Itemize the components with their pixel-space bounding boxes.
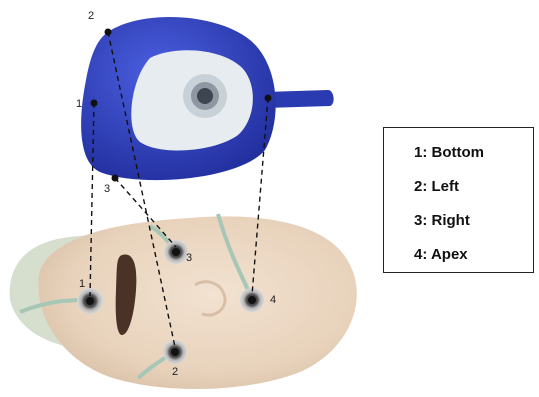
legend-item-left: 2: Left xyxy=(414,176,484,210)
face-marker-right xyxy=(164,240,188,264)
anesthesia-mask: 2 1 3 xyxy=(76,10,334,195)
face-number-right: 3 xyxy=(186,252,192,264)
mask-port xyxy=(183,74,227,118)
legend-item-right: 3: Right xyxy=(414,210,484,244)
legend-item-bottom: 1: Bottom xyxy=(414,142,484,176)
face-number-bottom: 1 xyxy=(79,278,85,290)
manikin-head: 1 3 4 2 xyxy=(10,214,357,389)
face-marker-apex xyxy=(240,288,264,312)
mask-number-bottom: 1 xyxy=(76,98,82,110)
legend-box: 1: Bottom 2: Left 3: Right 4: Apex xyxy=(383,127,534,273)
face-marker-bottom xyxy=(77,288,103,314)
face-marker-left xyxy=(163,340,187,364)
face-number-left: 2 xyxy=(172,366,178,378)
legend-item-apex: 4: Apex xyxy=(414,244,484,278)
legend-list: 1: Bottom 2: Left 3: Right 4: Apex xyxy=(414,142,484,278)
mask-number-left: 2 xyxy=(88,10,94,22)
face-number-apex: 4 xyxy=(270,294,276,306)
mask-number-right: 3 xyxy=(104,183,110,195)
